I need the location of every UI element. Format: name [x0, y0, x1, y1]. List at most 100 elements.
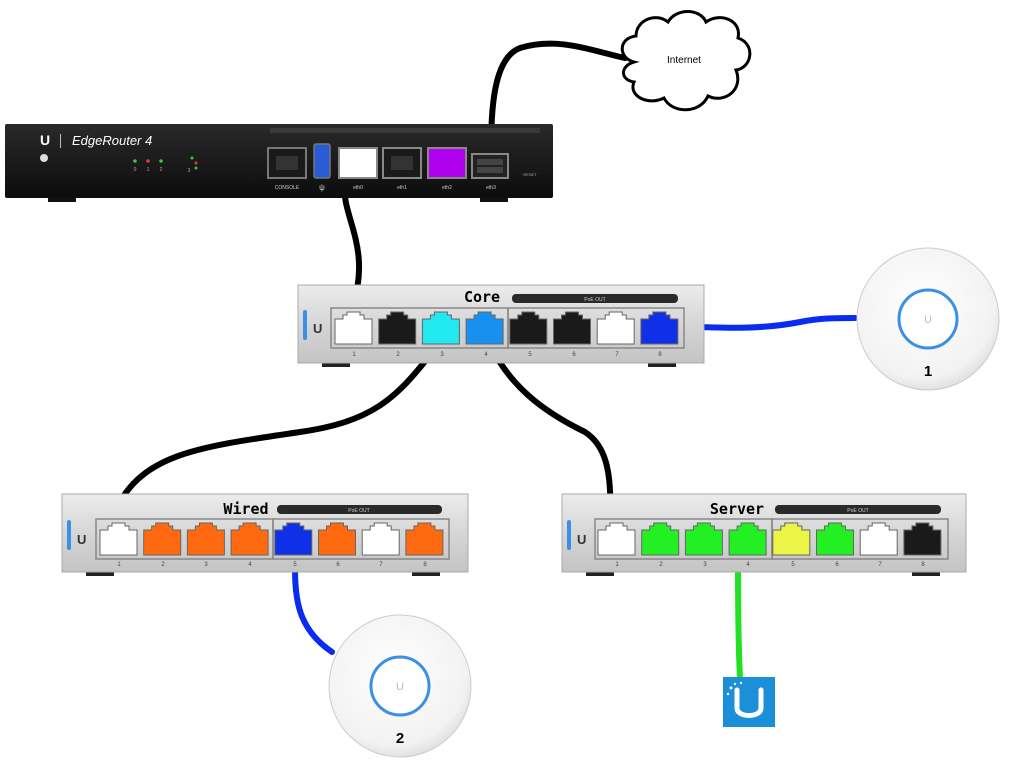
- core-port-4: [465, 311, 504, 345]
- router-logo-divider: [60, 134, 61, 148]
- unifi-u-shape: [734, 687, 764, 718]
- wired-led-strip: [67, 520, 71, 550]
- cable-core-wired: [110, 352, 433, 518]
- server-port-3: [684, 522, 723, 556]
- server-port-number: 8: [921, 562, 925, 568]
- wired-port-numbers: 1 2 3 4 5 6 7 8: [117, 562, 427, 568]
- router-foot-right: [480, 196, 508, 202]
- core-port-number: 8: [658, 352, 662, 358]
- wired-port-3: [186, 522, 225, 556]
- core-port-number: 3: [440, 352, 444, 358]
- server-port-number: 6: [835, 562, 839, 568]
- core-port-1: [334, 311, 373, 345]
- core-led-strip: [303, 310, 307, 340]
- ap1-label: 1: [924, 363, 932, 380]
- wired-port-number: 7: [379, 562, 383, 568]
- wired-port-4: [230, 522, 269, 556]
- server-port-frame-b: [771, 518, 949, 560]
- ap2-label: 2: [396, 730, 404, 747]
- server-port-number: 4: [746, 562, 750, 568]
- access-point-2: U 2: [328, 614, 472, 758]
- server-port-number: 3: [703, 562, 707, 568]
- core-port-number: 2: [396, 352, 400, 358]
- wired-foot-left: [86, 570, 114, 576]
- usb-icon: ψ: [319, 183, 325, 192]
- wired-port-number: 3: [204, 562, 208, 568]
- router-port-eth3: [471, 153, 509, 179]
- core-poe-bar: [512, 294, 678, 303]
- led-label-3: 3: [188, 168, 191, 174]
- unifi-dot-3: [739, 681, 743, 685]
- wired-ubiquiti-logo: U: [77, 532, 86, 547]
- server-switch-name: Server: [710, 500, 764, 518]
- core-ports: [334, 311, 679, 345]
- core-poe-label: PoE OUT: [584, 297, 605, 303]
- server-port-7: [859, 522, 898, 556]
- server-port-6: [816, 522, 854, 556]
- unifi-dot-4: [726, 692, 730, 696]
- internet-label: Internet: [667, 55, 701, 66]
- led-1: [146, 159, 150, 163]
- cable-core-server: [487, 342, 614, 520]
- eth1-jack: [391, 156, 413, 170]
- server-poe-bar: [775, 505, 941, 514]
- core-switch-name: Core: [464, 288, 500, 306]
- router-port-eth2: [427, 147, 467, 179]
- wired-port-number: 8: [423, 562, 427, 568]
- server-poe-label: PoE OUT: [847, 508, 868, 514]
- switch-wired: U Wired PoE OUT 1 2 3 4 5 6 7 8: [61, 493, 469, 576]
- server-foot-right: [912, 570, 940, 576]
- ap2-logo-icon: U: [396, 681, 404, 693]
- ap2-led-ring: [369, 655, 431, 717]
- wired-port-7: [361, 522, 400, 556]
- wired-poe-bar: [277, 505, 442, 514]
- core-port-number: 1: [352, 352, 356, 358]
- core-port-frame-b: [507, 307, 685, 349]
- router-ubiquiti-logo: U: [40, 132, 50, 148]
- wired-port-8: [405, 522, 444, 556]
- wired-port-number: 2: [161, 562, 165, 568]
- led-2: [159, 159, 163, 163]
- led-label-0: 0: [134, 167, 137, 173]
- wired-port-6: [318, 522, 356, 556]
- wired-port-5: [274, 522, 313, 556]
- wired-port-number: 6: [336, 562, 340, 568]
- unifi-controller-icon: [723, 677, 775, 727]
- server-port-number: 2: [659, 562, 663, 568]
- cable-server-unifi: [735, 557, 743, 681]
- wired-switch-name: Wired: [223, 500, 268, 518]
- access-point-1: U 1: [856, 247, 1000, 391]
- led-3-b: [194, 161, 198, 165]
- unifi-icon-bg: [723, 677, 775, 727]
- core-port-3: [421, 311, 460, 345]
- led-3-c: [194, 166, 198, 170]
- core-port-6: [553, 311, 591, 345]
- core-ubiquiti-logo: U: [313, 321, 322, 336]
- router-foot-left: [48, 196, 76, 202]
- wired-port-number: 5: [293, 562, 297, 568]
- wired-port-2: [143, 522, 182, 556]
- core-port-numbers: 1 2 3 4 5 6 7 8: [352, 352, 662, 358]
- wired-port-number: 4: [248, 562, 252, 568]
- core-port-7: [596, 311, 635, 345]
- switch-server: U Server PoE OUT 1 2 3 4 5 6 7 8: [561, 493, 967, 576]
- core-port-2: [378, 311, 417, 345]
- router-port-eth3-label: eth3: [486, 185, 496, 191]
- led-label-2: 2: [160, 167, 163, 173]
- ap1-led-ring: [897, 288, 959, 350]
- cloud-icon: [620, 10, 752, 112]
- server-port-8: [903, 522, 942, 556]
- wired-foot-right: [412, 570, 440, 576]
- server-port-number: 1: [615, 562, 619, 568]
- core-port-8: [640, 311, 679, 345]
- router-reset-label: RESET: [523, 172, 537, 177]
- wired-port-number: 1: [117, 562, 121, 568]
- cable-core-ap1: [672, 315, 858, 331]
- server-port-1: [597, 522, 636, 556]
- router-port-eth0-label: eth0: [353, 185, 363, 191]
- core-port-number: 4: [484, 352, 488, 358]
- server-ports: [597, 522, 942, 556]
- server-ubiquiti-logo: U: [577, 532, 586, 547]
- router-power-led: [40, 154, 48, 162]
